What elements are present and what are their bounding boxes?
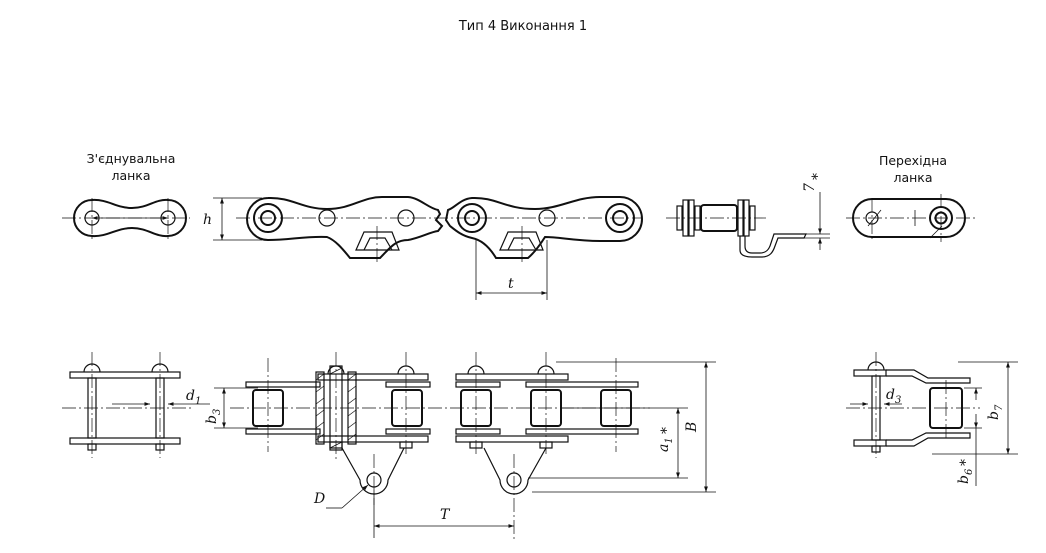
dim-D: D [313, 491, 325, 507]
transition-link-caption-line2: ланка [893, 170, 933, 185]
transition-link-caption-line1: Перехідна [878, 153, 948, 168]
dim-b7: b7 [986, 404, 1005, 420]
transition-link-plan-view: d3 b7 b6 * [846, 352, 1018, 486]
chain-plan-view: b3 a1 * B D T [204, 352, 716, 540]
dim-B: B [684, 422, 700, 433]
roller-icon [391, 389, 423, 427]
transition-link-caption: Перехідна ланка [850, 152, 976, 186]
connecting-link-caption-line1: З'єднувальна [86, 151, 176, 166]
pin-icon [538, 209, 556, 227]
transition-link-side-view [846, 194, 976, 242]
dim-t: t [508, 276, 514, 292]
roller-icon [929, 387, 963, 429]
attachment-lug-left [341, 447, 405, 505]
dim-7: 7 [802, 183, 818, 192]
dim-a1-star: * [659, 427, 675, 434]
roller-icon [605, 203, 635, 233]
roller-icon [252, 389, 284, 427]
dim-h: h [203, 212, 212, 228]
attachment-bracket-right [499, 226, 544, 262]
roller-icon [457, 203, 487, 233]
connecting-link-caption: З'єднувальна ланка [66, 150, 196, 184]
page-title: Тип 4 Виконання 1 [458, 19, 588, 34]
dim-d1: d1 [186, 388, 201, 407]
roller-icon [460, 389, 492, 427]
connecting-pin-section [315, 365, 357, 451]
roller-icon [700, 204, 738, 232]
chain-end-view: 7 * [666, 173, 830, 258]
roller-icon [253, 203, 283, 233]
dim-b6: b6 [956, 468, 975, 484]
dim-d3: d3 [886, 387, 901, 406]
dim-b3: b3 [204, 409, 223, 424]
attachment-bracket-left [355, 226, 400, 262]
connecting-link-caption-line2: ланка [111, 168, 151, 183]
pin-icon [318, 209, 336, 227]
dim-b6-star: * [958, 459, 974, 466]
connecting-link-side-view [62, 198, 190, 240]
chain-side-view: h t [203, 196, 643, 300]
pin-icon [397, 209, 415, 227]
connecting-link-plan-view: d1 [62, 352, 210, 458]
dim-T: T [440, 507, 451, 523]
dim-7-star: * [810, 173, 826, 180]
dim-a1: a1 [656, 437, 675, 452]
